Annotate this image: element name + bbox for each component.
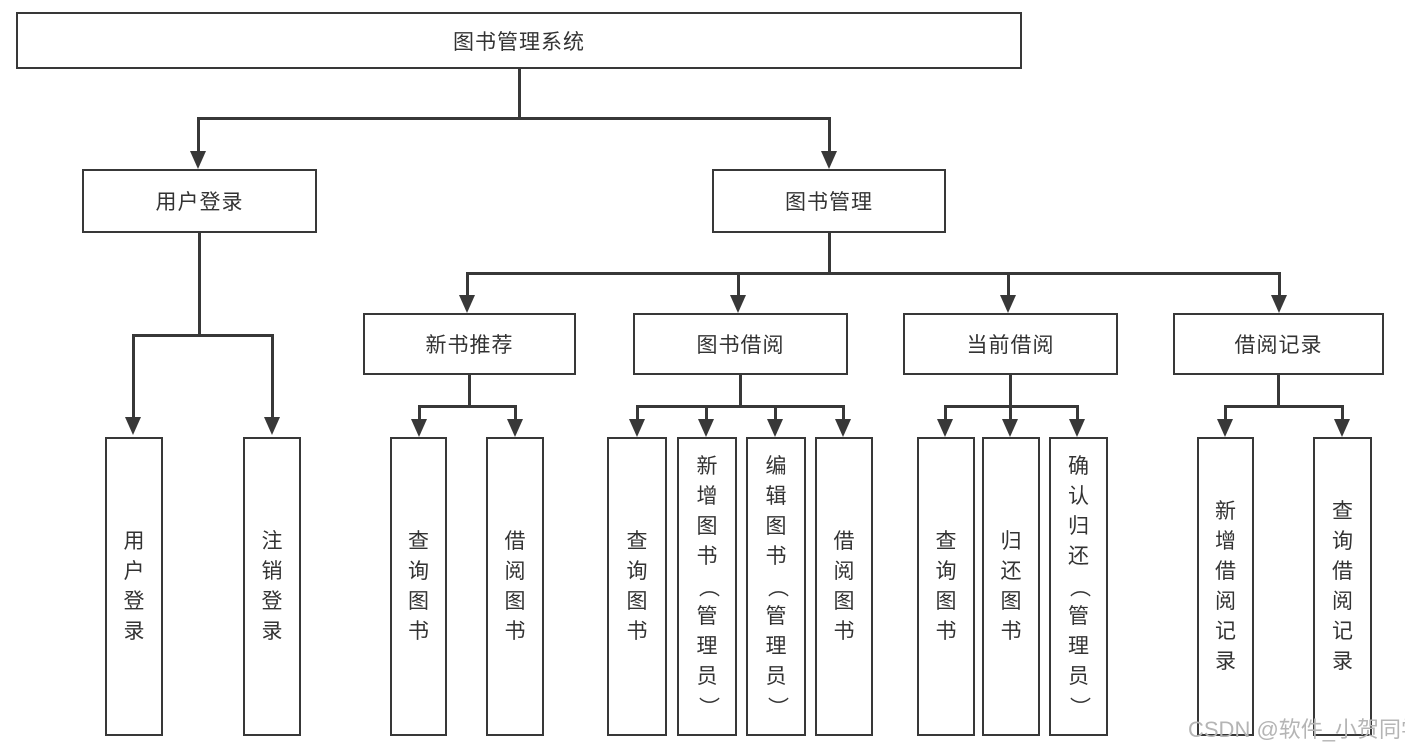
arrowhead-records — [1271, 295, 1287, 313]
leaf-rc-add-record-label: 新增借阅记录 — [1215, 499, 1236, 673]
connector-drop-login-leaf — [132, 334, 135, 420]
connector-drop-cu-return — [1009, 405, 1012, 422]
arrowhead-bw-query — [629, 419, 645, 437]
leaf-bw-query-books: 查询图书 — [607, 437, 667, 736]
arrowhead-cu-query — [937, 419, 953, 437]
node-borrow: 图书借阅 — [633, 313, 848, 375]
leaf-cu-confirm-return-admin-label: 确认归还（管理员） — [1067, 454, 1091, 718]
connector-drop-logout-leaf — [271, 334, 274, 420]
leaf-nb-query-books: 查询图书 — [390, 437, 447, 736]
connector-new-books-stem — [468, 375, 471, 408]
leaf-bw-add-books-admin-label: 新增图书（管理员） — [696, 454, 719, 718]
leaf-nb-borrow-books: 借阅图书 — [486, 437, 544, 736]
leaf-rc-query-record: 查询借阅记录 — [1313, 437, 1372, 736]
node-current-label: 当前借阅 — [966, 334, 1055, 357]
leaf-bw-query-books-label: 查询图书 — [626, 529, 648, 643]
arrowhead-new-books — [459, 295, 475, 313]
leaf-bw-edit-books-admin-label: 编辑图书（管理员） — [765, 454, 788, 718]
arrowhead-nb-borrow — [507, 419, 523, 437]
node-records-label: 借阅记录 — [1234, 334, 1323, 357]
connector-borrow-crossbar — [636, 405, 844, 408]
arrowhead-current — [1000, 295, 1016, 313]
arrowhead-login-leaf — [125, 417, 141, 435]
leaf-bw-add-books-admin: 新增图书（管理员） — [677, 437, 737, 736]
connector-drop-rc-add — [1224, 405, 1227, 422]
node-current: 当前借阅 — [903, 313, 1118, 375]
connector-book-mgmt-stem — [828, 233, 831, 275]
arrowhead-user-login — [190, 151, 206, 169]
node-root-label: 图书管理系统 — [453, 30, 585, 54]
connector-drop-bw-query — [636, 405, 639, 422]
connector-drop-new-books — [466, 272, 469, 299]
connector-drop-rc-query — [1341, 405, 1344, 422]
connector-current-stem — [1009, 375, 1012, 408]
node-new-books: 新书推荐 — [363, 313, 576, 375]
csdn-watermark: CSDN @软件_小贺同学 — [1188, 717, 1405, 742]
connector-user-login-crossbar — [132, 334, 274, 337]
node-root-library-system: 图书管理系统 — [16, 12, 1022, 69]
connector-drop-bw-add — [705, 405, 708, 422]
connector-drop-bw-borrow — [842, 405, 845, 422]
leaf-rc-add-record: 新增借阅记录 — [1197, 437, 1254, 736]
connector-records-stem — [1277, 375, 1280, 408]
leaf-cu-query-books: 查询图书 — [917, 437, 975, 736]
connector-drop-current — [1007, 272, 1010, 299]
leaf-bw-borrow-books-label: 借阅图书 — [833, 529, 855, 643]
connector-records-crossbar — [1224, 405, 1343, 408]
arrowhead-borrow — [730, 295, 746, 313]
connector-new-books-crossbar — [418, 405, 517, 408]
arrowhead-bw-borrow — [835, 419, 851, 437]
connector-book-mgmt-crossbar — [466, 272, 1281, 275]
arrowhead-logout-leaf — [264, 417, 280, 435]
connector-drop-records — [1278, 272, 1281, 299]
leaf-cu-return-books: 归还图书 — [982, 437, 1040, 736]
arrowhead-rc-add — [1217, 419, 1233, 437]
connector-drop-bw-edit — [774, 405, 777, 422]
leaf-cu-return-books-label: 归还图书 — [1000, 529, 1022, 643]
leaf-logout: 注销登录 — [243, 437, 301, 736]
node-user-login-label: 用户登录 — [155, 191, 244, 214]
connector-drop-borrow — [737, 272, 740, 299]
connector-drop-cu-confirm — [1076, 405, 1079, 422]
leaf-logout-label: 注销登录 — [261, 529, 283, 643]
arrowhead-bw-add — [698, 419, 714, 437]
node-user-login: 用户登录 — [82, 169, 317, 233]
leaf-bw-borrow-books: 借阅图书 — [815, 437, 873, 736]
leaf-user-login-label: 用户登录 — [123, 529, 145, 643]
connector-root-stem — [518, 69, 521, 119]
node-borrow-label: 图书借阅 — [696, 334, 785, 357]
node-book-mgmt: 图书管理 — [712, 169, 946, 233]
leaf-bw-edit-books-admin: 编辑图书（管理员） — [746, 437, 806, 736]
connector-drop-cu-query — [944, 405, 947, 422]
leaf-user-login: 用户登录 — [105, 437, 163, 736]
arrowhead-cu-confirm — [1069, 419, 1085, 437]
connector-root-crossbar — [198, 117, 831, 120]
connector-drop-user-login — [197, 117, 200, 154]
node-book-mgmt-label: 图书管理 — [785, 191, 873, 214]
arrowhead-book-mgmt — [821, 151, 837, 169]
leaf-nb-borrow-books-label: 借阅图书 — [504, 529, 526, 643]
connector-borrow-stem — [739, 375, 742, 408]
leaf-rc-query-record-label: 查询借阅记录 — [1332, 499, 1353, 673]
arrowhead-cu-return — [1002, 419, 1018, 437]
connector-drop-book-mgmt — [828, 117, 831, 154]
leaf-cu-query-books-label: 查询图书 — [935, 529, 957, 643]
node-records: 借阅记录 — [1173, 313, 1384, 375]
arrowhead-nb-query — [411, 419, 427, 437]
leaf-cu-confirm-return-admin: 确认归还（管理员） — [1049, 437, 1108, 736]
connector-drop-nb-borrow — [514, 405, 517, 422]
connector-user-login-stem — [198, 233, 201, 337]
arrowhead-rc-query — [1334, 419, 1350, 437]
leaf-nb-query-books-label: 查询图书 — [408, 529, 429, 643]
connector-drop-nb-query — [418, 405, 421, 422]
node-new-books-label: 新书推荐 — [425, 334, 514, 357]
arrowhead-bw-edit — [767, 419, 783, 437]
